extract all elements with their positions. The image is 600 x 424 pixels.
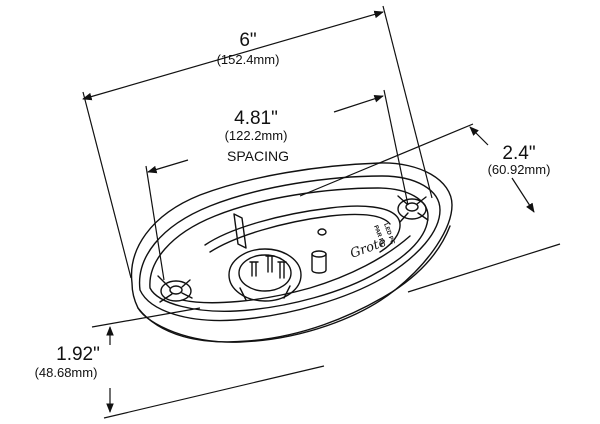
connector-pin-2 — [265, 255, 275, 273]
spacing-value: 4.81" — [234, 108, 278, 129]
length-value: 6" — [239, 30, 256, 51]
height-metric: (48.68mm) — [35, 365, 98, 380]
width-dimension — [299, 123, 561, 293]
spacing-metric: (122.2mm) — [225, 128, 288, 143]
length-extension-left — [82, 91, 132, 279]
height-extension-bottom — [103, 365, 325, 419]
housing-inner-wall-2 — [209, 213, 391, 253]
housing-inner-wall — [204, 205, 401, 253]
width-dimension-line-bottom — [511, 177, 535, 213]
connector-socket-outer — [228, 248, 302, 302]
vent-cap-top — [311, 250, 327, 258]
housing-inner-floor — [181, 235, 411, 304]
connector-pin-1 — [249, 261, 259, 277]
right-mount-stud — [405, 202, 419, 212]
width-extension-bottom — [407, 243, 561, 293]
left-mount-boss — [160, 280, 192, 302]
width-extension-top — [299, 123, 474, 197]
spacing-label: SPACING — [227, 148, 289, 164]
lamp-housing — [130, 162, 453, 343]
left-mount-ribs — [157, 275, 193, 303]
length-metric: (152.4mm) — [217, 52, 280, 67]
connector-pin-3 — [277, 261, 287, 279]
length-extension-right — [382, 5, 433, 199]
length-dimension-line — [82, 10, 384, 101]
left-mount-stud — [169, 285, 183, 295]
housing-rim-inner — [149, 187, 429, 312]
connector-latch — [239, 285, 291, 301]
divider-tab — [233, 213, 247, 249]
connector-socket-inner — [238, 254, 292, 292]
vent-cap — [311, 253, 327, 274]
height-dimension — [91, 307, 325, 419]
spacing-extension-right — [383, 89, 409, 206]
length-dimension — [82, 5, 433, 279]
housing-rim-outer — [138, 175, 441, 322]
housing-dome-outline — [130, 162, 453, 343]
height-value: 1.92" — [56, 344, 100, 365]
housing-dome-underside — [137, 225, 451, 343]
width-dimension-line-top — [469, 126, 489, 146]
spacing-dimension-line-left — [147, 159, 189, 174]
width-metric: (60.92mm) — [488, 162, 551, 177]
right-mount-ribs — [397, 195, 429, 223]
right-mount-boss — [397, 198, 427, 220]
screw-boss — [317, 228, 327, 236]
spacing-dimension-line-right — [333, 95, 384, 113]
width-value: 2.4" — [502, 143, 535, 164]
